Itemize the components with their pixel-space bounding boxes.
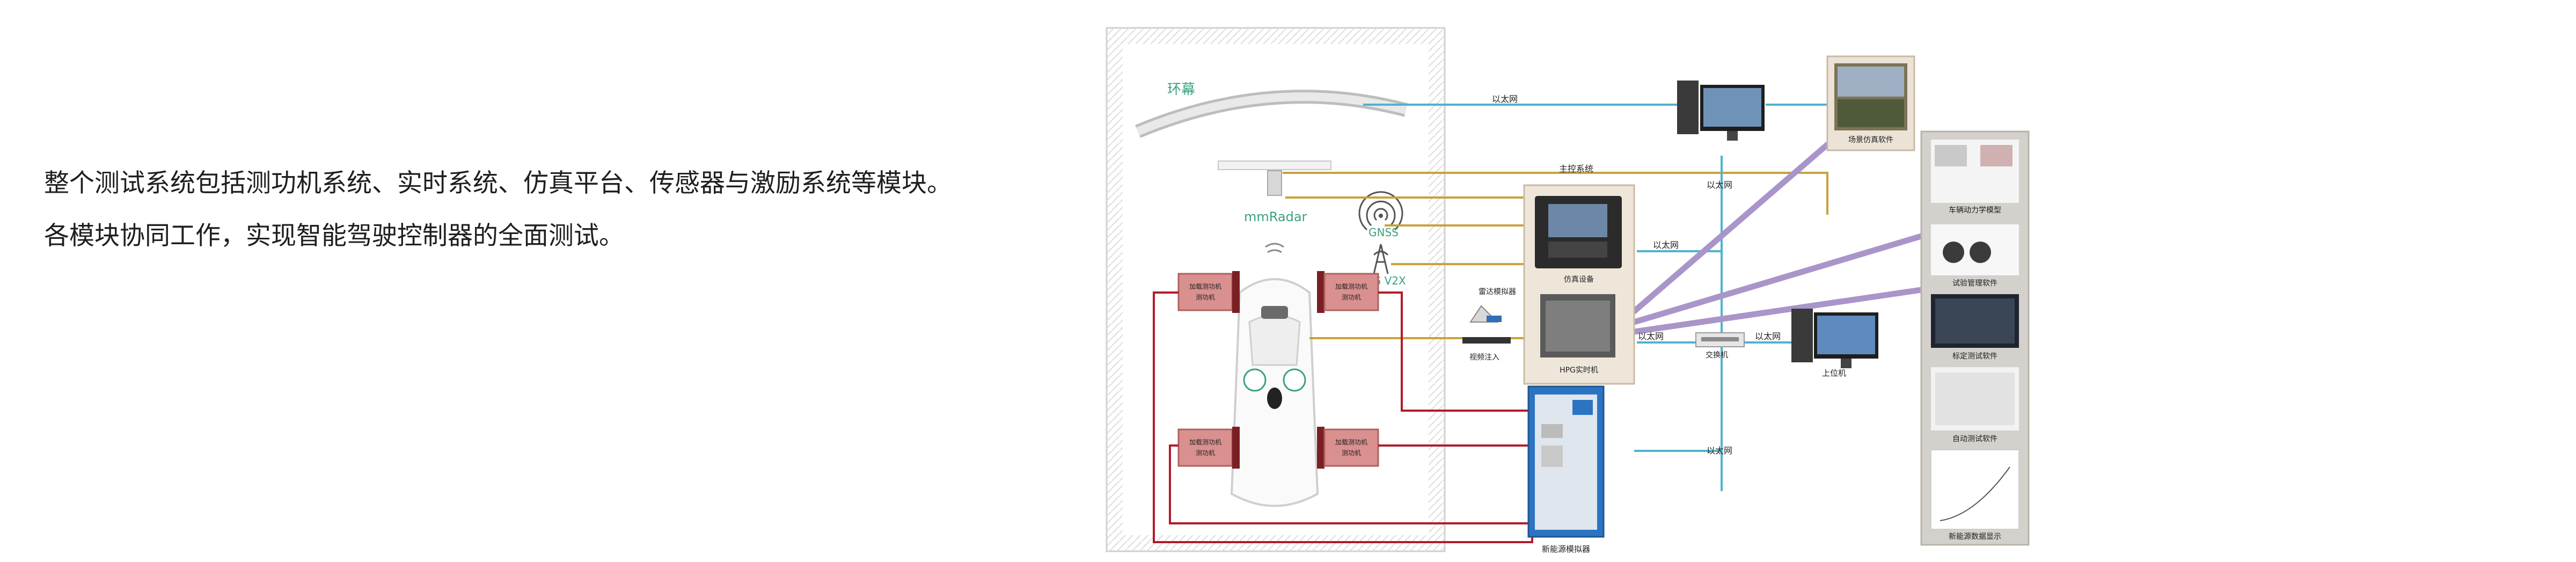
gnss-label: GNSS bbox=[1368, 226, 1399, 239]
video-label: 视频注入 bbox=[1469, 353, 1499, 362]
intro-line-2: 各模块协同工作，实现智能驾驶控制器的全面测试。 bbox=[44, 221, 624, 251]
intro-line-1: 整个测试系统包括测功机系统、实时系统、仿真平台、传感器与激励系统等模块。 bbox=[44, 169, 952, 198]
v2x-icon bbox=[1373, 244, 1389, 274]
software-panel bbox=[1920, 130, 2030, 546]
dyno-fr-label-2: 测功机 bbox=[1342, 294, 1361, 301]
intro-text: 整个测试系统包括测功机系统、实时系统、仿真平台、传感器与激励系统等模块。 各模块… bbox=[44, 165, 1010, 271]
ethernet-label-3: 以太网 bbox=[1653, 240, 1679, 250]
switch-label: 交换机 bbox=[1706, 351, 1728, 360]
radar-label: mmRadar bbox=[1244, 209, 1307, 224]
dyno-rear-left: 加载测功机 测功机 bbox=[1177, 427, 1240, 469]
software-label-3: 自动测试软件 bbox=[1952, 435, 1997, 443]
dyno-rear-right: 加载测功机 测功机 bbox=[1317, 427, 1379, 469]
radar-simulator-icon bbox=[1469, 305, 1502, 323]
rt-label: HPG实时机 bbox=[1560, 366, 1598, 375]
curved-screen bbox=[1135, 90, 1408, 138]
ethernet-lines bbox=[1363, 104, 1827, 491]
ethernet-label-5: 以太网 bbox=[1755, 331, 1781, 341]
scene-label: 场景仿真软件 bbox=[1848, 136, 1893, 144]
dyno-fr-label-1: 加载测功机 bbox=[1335, 283, 1367, 290]
dyno-fl-label-2: 测功机 bbox=[1196, 294, 1215, 301]
software-label-0: 车辆动力学模型 bbox=[1949, 206, 2001, 215]
software-label-2: 标定测试软件 bbox=[1952, 352, 1997, 361]
dyno-rl-label-1: 加载测功机 bbox=[1189, 439, 1221, 446]
scene-workstation bbox=[1677, 81, 1765, 141]
vehicle bbox=[1230, 278, 1319, 507]
dyno-rr-label-1: 加载测功机 bbox=[1335, 439, 1367, 446]
software-links bbox=[1631, 139, 1924, 335]
switch-icon bbox=[1695, 332, 1745, 347]
software-label-4: 新能源数据显示 bbox=[1949, 532, 2001, 541]
curved-screen-label: 环幕 bbox=[1167, 82, 1195, 98]
ethernet-label-6: 以太网 bbox=[1707, 446, 1732, 456]
host-pc bbox=[1791, 309, 1878, 368]
dyno-front-left: 加载测功机 测功机 bbox=[1177, 271, 1240, 313]
radar-sensor bbox=[1218, 160, 1331, 253]
ethernet-label-4: 以太网 bbox=[1638, 331, 1664, 341]
master-control-panel: 仿真设备 HPG实时机 bbox=[1523, 184, 1635, 385]
dyno-front-right: 加载测功机 测功机 bbox=[1317, 271, 1379, 313]
software-label-1: 试验管理软件 bbox=[1952, 279, 1997, 288]
dyno-fl-label-1: 加载测功机 bbox=[1189, 283, 1221, 290]
dyno-rl-label-2: 测功机 bbox=[1196, 449, 1215, 457]
ethernet-label-2: 以太网 bbox=[1707, 180, 1732, 190]
master-system-label: 主控系统 bbox=[1559, 164, 1593, 174]
video-injection-icon bbox=[1462, 337, 1511, 344]
host-label: 上位机 bbox=[1822, 368, 1846, 378]
battery-simulator bbox=[1527, 385, 1605, 538]
radar-sim-label: 雷达模拟器 bbox=[1479, 288, 1516, 296]
dyno-rr-label-2: 测功机 bbox=[1342, 449, 1361, 457]
battery-label: 新能源模拟器 bbox=[1542, 544, 1590, 554]
ethernet-label-1: 以太网 bbox=[1492, 94, 1518, 104]
scene-software-panel bbox=[1826, 55, 1915, 151]
gnss-icon bbox=[1358, 191, 1403, 231]
hil-label: 仿真设备 bbox=[1564, 275, 1594, 284]
